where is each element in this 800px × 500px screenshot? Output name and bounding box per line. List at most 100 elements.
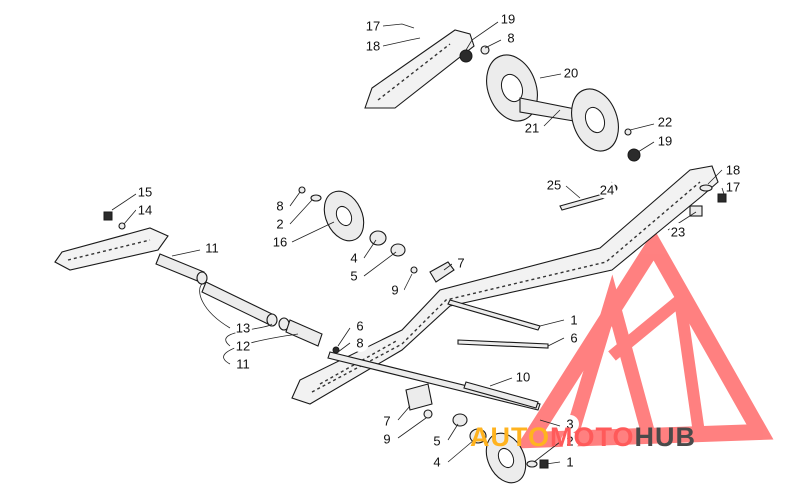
callout-10: 10 xyxy=(514,368,532,386)
callout-background xyxy=(234,337,252,355)
middle-wheel-assembly xyxy=(298,186,406,257)
callout-25: 25 xyxy=(545,176,563,194)
callout-background xyxy=(561,453,579,471)
callout-background xyxy=(345,249,363,267)
callout-number: 7 xyxy=(383,414,390,429)
callout-8: 8 xyxy=(351,334,369,352)
callout-11: 11 xyxy=(203,239,221,257)
callout-background xyxy=(234,355,252,373)
callout-number: 15 xyxy=(138,185,152,200)
callout-11: 11 xyxy=(234,355,252,373)
callout-7: 7 xyxy=(452,254,470,272)
callout-number: 4 xyxy=(350,251,357,266)
callout-number: 3 xyxy=(566,417,573,432)
callout-number: 17 xyxy=(366,19,380,34)
watermark-logo-icon xyxy=(515,229,774,449)
callout-background xyxy=(378,412,396,430)
callout-number: 18 xyxy=(366,39,380,54)
callout-19: 19 xyxy=(499,10,517,28)
callout-background xyxy=(136,183,154,201)
rear-idler-wheel-assembly xyxy=(459,45,641,162)
callout-number: 19 xyxy=(501,12,515,27)
callout-number: 1 xyxy=(570,313,577,328)
callout-number: 6 xyxy=(570,331,577,346)
callout-number: 22 xyxy=(658,115,672,130)
callout-background xyxy=(364,17,382,35)
callout-6: 6 xyxy=(351,317,369,335)
callout-background xyxy=(656,132,674,150)
callout-background xyxy=(386,281,404,299)
callout-24: 24 xyxy=(598,181,616,199)
callout-number: 9 xyxy=(383,432,390,447)
callout-number: 4 xyxy=(433,455,440,470)
callout-background xyxy=(724,178,742,196)
callout-number: 5 xyxy=(433,434,440,449)
callout-number: 21 xyxy=(525,121,539,136)
callout-background xyxy=(499,10,517,28)
callout-3: 3 xyxy=(561,415,579,433)
callout-22: 22 xyxy=(656,113,674,131)
watermark-auto: AUTO xyxy=(470,422,550,452)
callout-number: 8 xyxy=(356,336,363,351)
callout-background xyxy=(271,233,289,251)
callout-background xyxy=(565,311,583,329)
callout-number: 5 xyxy=(350,269,357,284)
callout-number: 20 xyxy=(564,66,578,81)
callout-background xyxy=(561,432,579,450)
callout-number: 2 xyxy=(276,217,283,232)
callout-number: 18 xyxy=(726,163,740,178)
main-rail xyxy=(291,165,719,405)
callout-background xyxy=(598,181,616,199)
callout-background xyxy=(561,415,579,433)
watermark-moto: MOTO xyxy=(550,422,635,452)
callout-background xyxy=(562,64,580,82)
callout-background xyxy=(452,254,470,272)
callout-background xyxy=(523,119,541,137)
callout-background xyxy=(351,334,369,352)
callout-17: 17 xyxy=(364,17,382,35)
callout-number: 23 xyxy=(671,225,685,240)
callout-background xyxy=(351,317,369,335)
callout-background xyxy=(345,267,363,285)
callout-6: 6 xyxy=(565,329,583,347)
callout-number: 6 xyxy=(356,319,363,334)
callout-background xyxy=(669,223,687,241)
callout-number: 7 xyxy=(457,256,464,271)
callout-background xyxy=(428,432,446,450)
callout-number: 12 xyxy=(236,339,250,354)
callout-number: 8 xyxy=(507,31,514,46)
cross-shafts xyxy=(103,211,323,347)
callout-number: 11 xyxy=(205,241,219,256)
callout-background xyxy=(203,239,221,257)
upper-rail-segment xyxy=(364,29,475,109)
callout-17: 17 xyxy=(724,178,742,196)
callout-background xyxy=(378,430,396,448)
callout-14: 14 xyxy=(136,201,154,219)
callout-number: 8 xyxy=(276,199,283,214)
callout-5: 5 xyxy=(345,267,363,285)
watermark-hub: HUB xyxy=(635,422,697,452)
callout-background xyxy=(271,197,289,215)
callout-19: 19 xyxy=(656,132,674,150)
callout-number: 19 xyxy=(658,134,672,149)
svg-text:AUTOMOTOHUB: AUTOMOTOHUB xyxy=(470,422,696,452)
callout-number: 13 xyxy=(236,321,250,336)
watermark-text: AUTOMOTOHUB xyxy=(470,422,696,452)
callout-background xyxy=(234,319,252,337)
callout-background xyxy=(502,29,520,47)
callout-8: 8 xyxy=(502,29,520,47)
callout-1: 1 xyxy=(561,453,579,471)
callout-23: 23 xyxy=(669,223,687,241)
callout-background xyxy=(656,113,674,131)
callout-background xyxy=(271,215,289,233)
callout-4: 4 xyxy=(428,453,446,471)
lower-arm-and-front-wheel xyxy=(327,346,549,484)
callout-number: 10 xyxy=(516,370,530,385)
callout-number: 9 xyxy=(391,283,398,298)
callout-background xyxy=(545,176,563,194)
callout-13: 13 xyxy=(234,319,252,337)
callout-number: 2 xyxy=(566,434,573,449)
callout-2: 2 xyxy=(561,432,579,450)
